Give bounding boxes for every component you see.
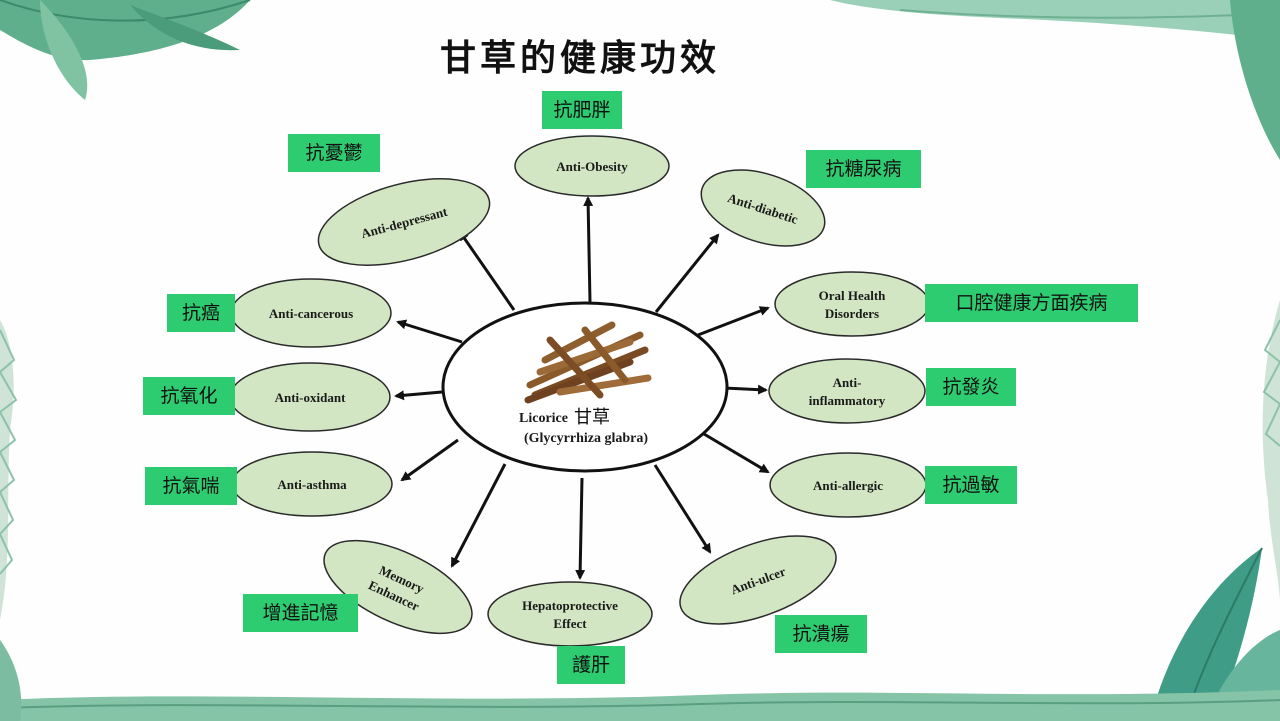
center-latin-name: (Glycyrrhiza glabra) (524, 431, 648, 446)
cn-tag-anti-ulcer: 抗潰瘍 (775, 615, 867, 653)
node-ellipse-anti-depressant (317, 178, 491, 266)
cn-tag-anti-asthma: 抗氣喘 (145, 467, 237, 505)
node-anti-asthma: Anti-asthma (231, 451, 393, 517)
licorice-sticks-icon (524, 321, 652, 404)
node-label-anti-allergic: Anti-allergic (813, 478, 883, 493)
node-anti-cancerous: Anti-cancerous (230, 278, 392, 348)
node-label-anti-oxidant: Anti-oxidant (275, 390, 346, 405)
arrow-hepatoprotective (575, 477, 586, 580)
cn-tag-anti-oxidant: 抗氧化 (143, 377, 235, 415)
node-ellipse-hepatoprotective (487, 581, 653, 647)
node-label-anti-inflammatory: inflammatory (809, 393, 886, 408)
cn-tag-memory-enhancer: 增進記憶 (243, 594, 358, 632)
cn-tag-anti-depressant: 抗憂鬱 (288, 134, 380, 172)
arrow-anti-obesity (583, 196, 594, 303)
arrow-anti-ulcer (653, 464, 712, 554)
cn-tag-anti-cancerous: 抗癌 (167, 294, 235, 332)
node-anti-oxidant: Anti-oxidant (229, 362, 391, 432)
node-label-anti-obesity: Anti-Obesity (556, 159, 628, 174)
center-name-cn: 甘草 (574, 407, 610, 428)
node-ellipse-anti-obesity (514, 135, 670, 197)
node-anti-allergic: Anti-allergic (769, 452, 927, 518)
center-node: Licorice 甘草 (Glycyrrhiza glabra) (441, 301, 729, 473)
arrow-anti-diabetic (654, 233, 720, 313)
node-label-anti-asthma: Anti-asthma (277, 477, 347, 492)
node-ellipse-anti-ulcer (679, 535, 837, 625)
node-label-hepatoprotective: Effect (553, 616, 587, 631)
arrow-anti-inflammatory (723, 384, 768, 395)
arrow-anti-oxidant (394, 390, 443, 401)
node-label-oral-health: Oral Health (819, 288, 887, 303)
arrow-anti-asthma (400, 438, 459, 482)
node-anti-diabetic: Anti-diabetic (700, 169, 826, 247)
node-anti-inflammatory: Anti-inflammatory (768, 358, 926, 424)
cn-tag-hepatoprotective: 護肝 (557, 646, 625, 684)
page-title: 甘草的健康功效 (440, 38, 721, 79)
cn-tag-anti-diabetic: 抗糖尿病 (806, 150, 921, 188)
cn-tag-anti-inflammatory: 抗發炎 (926, 368, 1016, 406)
node-ellipse-oral-health (774, 271, 930, 337)
node-anti-depressant: Anti-depressant (317, 178, 491, 266)
arrow-anti-cancerous (396, 319, 463, 344)
node-label-anti-cancerous: Anti-cancerous (269, 306, 353, 321)
cn-tag-anti-allergic: 抗過敏 (925, 466, 1017, 504)
node-label-hepatoprotective: Hepatoprotective (522, 598, 618, 613)
node-anti-ulcer: Anti-ulcer (679, 535, 837, 625)
center-name-en: Licorice (519, 411, 568, 426)
arrow-anti-depressant (458, 230, 516, 311)
node-anti-obesity: Anti-Obesity (514, 135, 670, 197)
cn-tag-oral-health: 口腔健康方面疾病 (925, 284, 1138, 322)
cn-tag-anti-obesity: 抗肥胖 (542, 91, 622, 129)
arrow-anti-allergic (703, 432, 770, 474)
arrow-oral-health (697, 306, 770, 337)
node-ellipse-anti-inflammatory (768, 358, 926, 424)
node-label-oral-health: Disorders (825, 306, 879, 321)
node-label-anti-inflammatory: Anti- (833, 375, 862, 390)
arrow-memory-enhancer (450, 463, 507, 568)
node-ellipse-memory-enhancer (323, 539, 473, 635)
node-ellipse-anti-diabetic (700, 169, 826, 247)
